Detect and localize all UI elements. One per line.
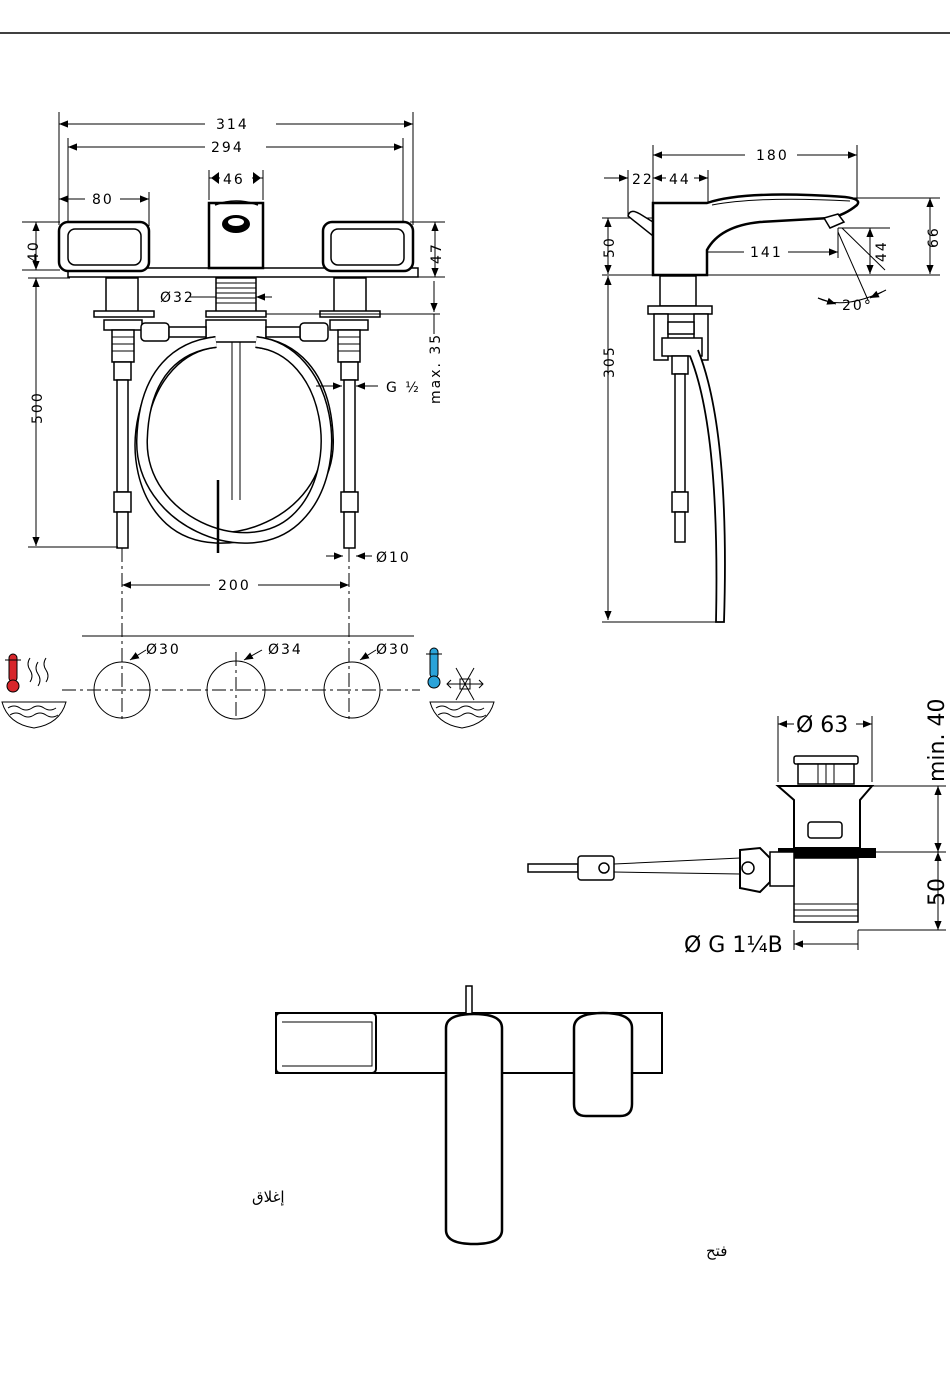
dim-body-height: 47 (429, 242, 445, 264)
hole-layout: Ø30 Ø34 Ø30 (2, 636, 494, 728)
dim-spout-width: 46 (223, 172, 245, 188)
operation-view: إغلاق فتح (252, 986, 727, 1260)
dim-plug-diameter: Ø 63 (796, 713, 848, 738)
dim-hole-right: Ø30 (376, 642, 411, 658)
dim-side-body-height: 50 (602, 236, 618, 258)
dim-width-total: 314 (216, 117, 249, 133)
dim-angle: 20° (842, 298, 873, 314)
dim-handle-height: 40 (26, 240, 42, 262)
dim-max-thickness: max. 35 (428, 333, 444, 404)
dim-spout-reach: 141 (750, 245, 783, 261)
dim-hole-center: Ø34 (268, 642, 303, 658)
dim-hose-length: 500 (30, 391, 46, 424)
open-label: فتح (706, 1242, 727, 1260)
dim-connection-thread: G ½ (386, 380, 421, 396)
dim-side-hose-length: 305 (602, 345, 618, 378)
right-mount-nut (330, 320, 368, 362)
spout-body (209, 203, 263, 268)
dim-thread-diameter: Ø32 (160, 290, 195, 306)
left-mount-nut (104, 320, 142, 362)
dim-outlet-height: 44 (874, 240, 890, 262)
side-view: 180 22 44 141 50 44 66 20° (602, 145, 942, 622)
thermometer-hot-water-icon (2, 654, 66, 728)
side-spout (653, 195, 858, 275)
dim-hose-diameter: Ø10 (376, 550, 411, 566)
dim-waste-height: 50 (925, 878, 950, 906)
dim-min-height: min. 40 (925, 699, 950, 782)
front-view: 314 294 80 46 40 47 (22, 112, 445, 720)
dim-side-length: 180 (756, 148, 789, 164)
dim-spacing: 200 (218, 578, 251, 594)
dim-hole-left: Ø30 (146, 642, 181, 658)
dim-total-height: 66 (926, 226, 942, 248)
dim-handle-width: 80 (92, 192, 114, 208)
dim-back-offset: 22 (632, 172, 654, 188)
waste-assembly: Ø 63 min. 40 50 Ø G 1¼B (528, 699, 950, 958)
dim-body-depth: 44 (669, 172, 691, 188)
center-lever (446, 1014, 502, 1244)
thermometer-cold-water-icon (426, 648, 494, 728)
dim-waste-thread: Ø G 1¼B (684, 933, 783, 958)
close-label: إغلاق (252, 1188, 285, 1206)
dim-width-centers: 294 (211, 140, 244, 156)
right-lever (574, 1013, 632, 1116)
